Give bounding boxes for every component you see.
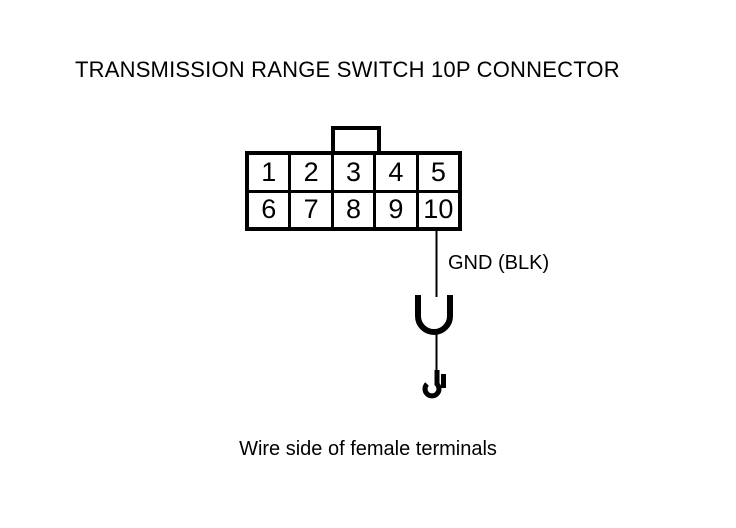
pin-row-bottom: 6 7 8 9 10	[249, 192, 458, 227]
pin-cell-5[interactable]: 5	[430, 156, 446, 187]
pin-cell-3[interactable]: 3	[334, 155, 377, 190]
wire-u-loop	[415, 295, 453, 335]
pin-cell-4[interactable]: 4	[376, 155, 419, 190]
pin-cell-1[interactable]: 1	[249, 155, 292, 190]
pin-cell-8[interactable]: 8	[334, 192, 377, 227]
ground-hook-icon	[422, 370, 442, 399]
pin-cell-9[interactable]: 9	[376, 192, 419, 227]
diagram-title: TRANSMISSION RANGE SWITCH 10P CONNECTOR	[75, 57, 620, 82]
pin-cell-2[interactable]: 2	[291, 155, 334, 190]
pin-cell-7[interactable]: 7	[291, 192, 334, 227]
pin-cell-10[interactable]: 10	[423, 194, 454, 225]
diagram-caption: Wire side of female terminals	[239, 438, 497, 460]
connector-locking-tab	[331, 126, 381, 154]
connector-body: 1 2 3 4 5 6 7 8 9 10	[245, 151, 462, 231]
pin-row-top: 1 2 3 4 5	[249, 155, 458, 193]
wire-label-gnd: GND (BLK)	[448, 252, 550, 274]
pin-cell-6[interactable]: 6	[249, 192, 292, 227]
